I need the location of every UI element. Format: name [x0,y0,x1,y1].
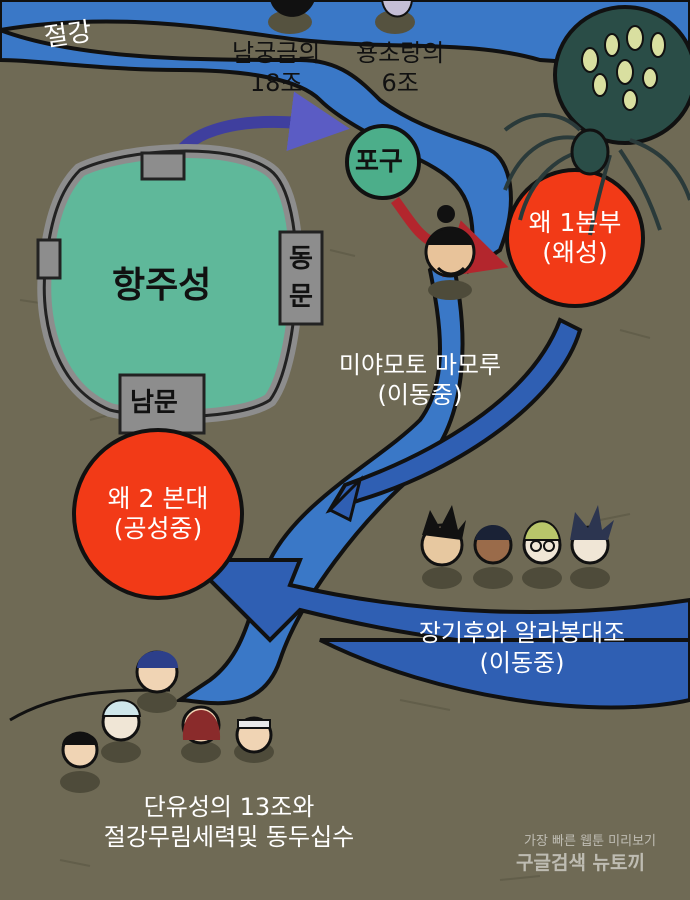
danyu-label: 단유성의 13조와 절강무림세력및 동두십수 [84,792,374,852]
janggihu-status: (이동중) [479,649,565,677]
namgung-label: 남궁금의 18조 [232,38,320,98]
yongcho-count: 6조 [381,69,419,97]
wae2-status: (공성중) [113,514,203,543]
wae1-label: 왜 1본부 (왜성) [512,208,638,268]
danyu-line1: 단유성의 13조와 [143,793,315,821]
watermark-line2: 구글검색 뉴토끼 [516,852,645,874]
character-group-top [268,0,415,34]
miyamoto-status: (이동중) [377,381,463,409]
janggihu-group [420,505,614,589]
danyu-group [60,650,274,793]
namgung-count: 18조 [249,69,303,97]
south-gate [118,373,206,435]
miyamoto-figure [424,205,476,300]
wae1-base [505,168,645,308]
east-gate [278,230,324,326]
river-top [0,0,690,73]
wae2-base [72,428,244,600]
wae2-label: 왜 2 본대 (공성중) [84,484,232,544]
pogu-label: 포구 [355,147,403,177]
north-gate [140,151,186,181]
danyu-line2: 절강무림세력및 동두십수 [103,823,355,851]
east-gate-text: 동문 [289,244,313,312]
namgung-name: 남궁금의 [232,39,321,67]
main-arrow-body [319,638,690,710]
west-gate [36,238,62,280]
yongcho-name: 용초랑의 [356,39,445,67]
spider-monster [503,5,690,236]
yongcho-label: 용초랑의 6조 [356,38,444,98]
wae1-arrowhead [327,475,363,523]
east-gate-label: 동문 [285,240,317,316]
wae1-status: (왜성) [542,238,608,267]
miyamoto-name: 미야모토 마모루 [338,351,502,379]
castle-label: 항주성 [112,265,212,306]
miyamoto-label: 미야모토 마모루 (이동중) [330,350,510,410]
janggihu-label: 장기후와 알라봉대조 (이동중) [404,618,640,678]
wae2-name: 왜 2 본대 [107,484,209,513]
wae1-name: 왜 1본부 [528,208,622,237]
pogu-port [345,124,421,200]
watermark-line1: 가장 빠른 웹툰 미리보기 [524,834,656,849]
janggihu-name: 장기후와 알라봉대조 [418,619,626,647]
south-gate-label: 남문 [130,388,178,418]
